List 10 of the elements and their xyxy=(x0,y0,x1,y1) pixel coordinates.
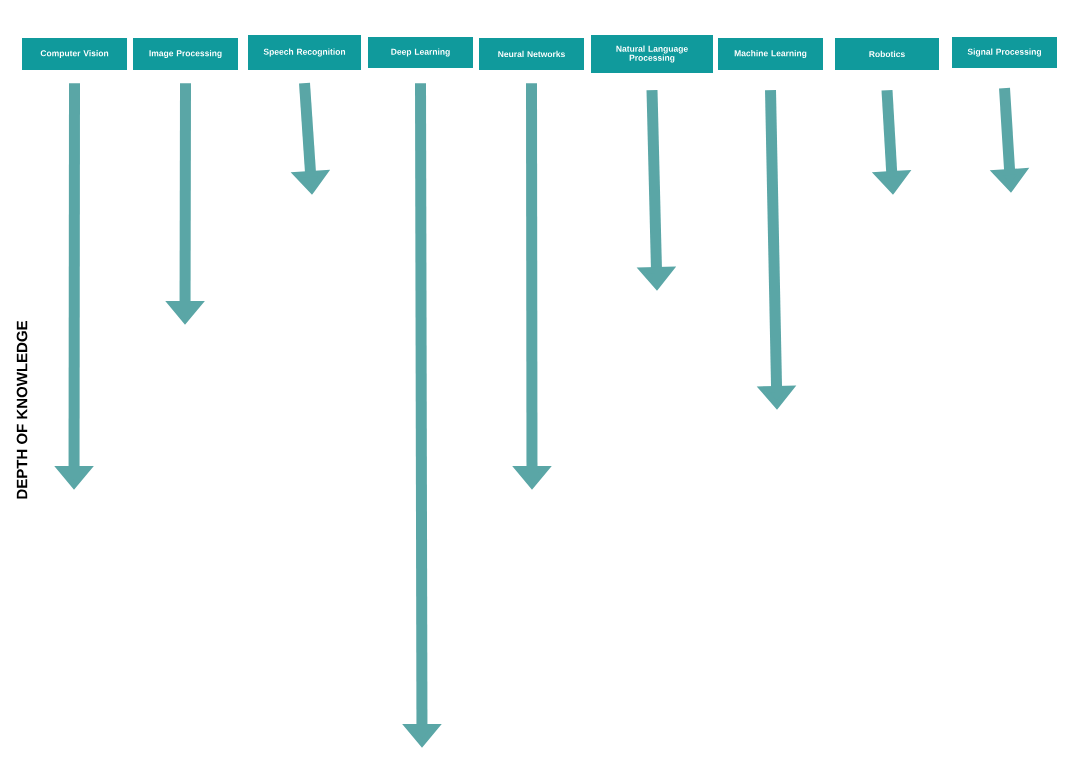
topic-box: Speech Recognition xyxy=(248,35,361,70)
topic-box: Machine Learning xyxy=(718,38,823,70)
topic-box: Deep Learning xyxy=(368,37,473,68)
topic-box: Signal Processing xyxy=(952,37,1057,68)
axis-label: DEPTH OF KNOWLEDGE xyxy=(16,321,28,499)
topic-box: Robotics xyxy=(835,38,939,70)
topic-box: Natural Language Processing xyxy=(591,35,713,73)
topic-box: Computer Vision xyxy=(22,38,127,70)
topic-box: Neural Networks xyxy=(479,38,584,70)
topic-box: Image Processing xyxy=(133,38,238,70)
